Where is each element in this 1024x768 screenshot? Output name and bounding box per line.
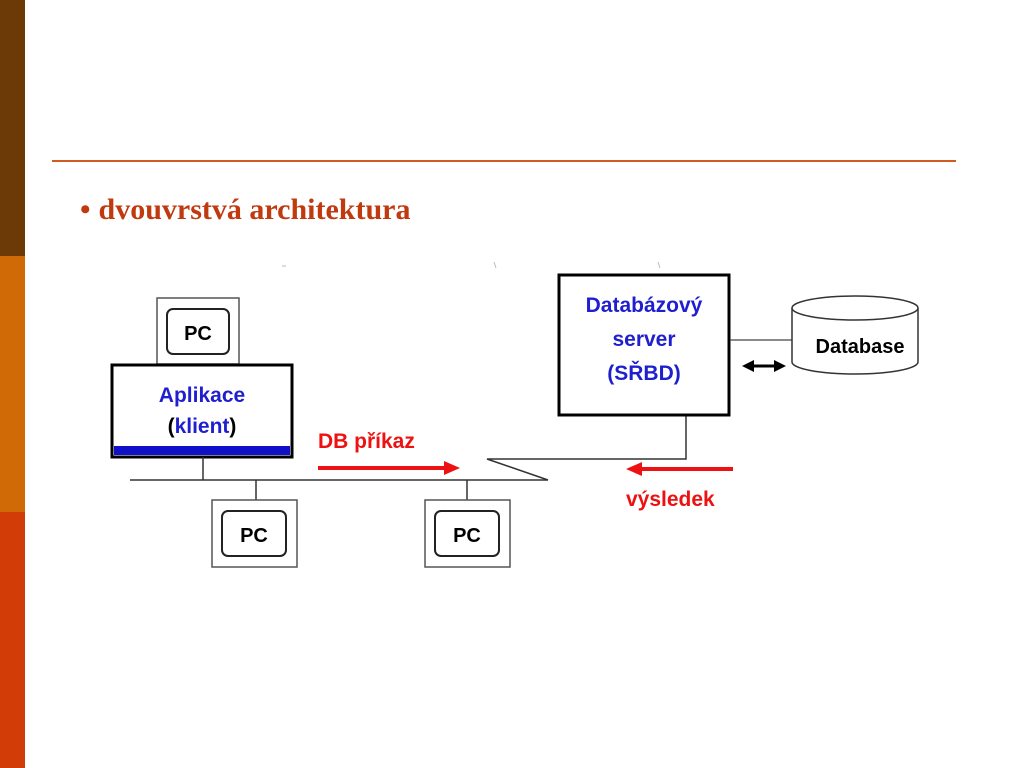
pc-left: PC	[211, 499, 298, 568]
database-server-box: Databázový server (SŘBD)	[557, 273, 731, 417]
database-label: Database	[816, 336, 905, 358]
side-band-bottom	[0, 512, 25, 768]
server-line1: Databázový	[586, 294, 703, 317]
bidirectional-arrow-left-head	[742, 360, 754, 372]
scan-artifacts	[282, 261, 661, 269]
database-cylinder: Database	[791, 295, 919, 375]
client-label: (klient)	[168, 415, 237, 438]
server-line2: server	[612, 328, 675, 351]
result-label: výsledek	[626, 488, 715, 511]
network-bus	[130, 416, 687, 500]
title-rule	[52, 160, 956, 162]
pc-left-label: PC	[240, 525, 268, 547]
server-database-link	[730, 339, 793, 372]
bullet-text: dvouvrstvá architektura	[98, 193, 411, 226]
bullet-item: •dvouvrstvá architektura	[80, 193, 410, 227]
server-line3: (SŘBD)	[607, 361, 681, 385]
side-band-middle	[0, 256, 25, 512]
application-box-bar	[114, 446, 290, 455]
client-paren-open: (	[168, 415, 175, 438]
client-word: klient	[175, 415, 230, 438]
db-command-arrow	[318, 461, 460, 475]
client-paren-close: )	[229, 415, 236, 438]
bullet-dot: •	[80, 193, 91, 226]
application-label: Aplikace	[159, 384, 245, 407]
result-arrow	[626, 462, 733, 476]
client-pc-label: PC	[184, 323, 212, 345]
side-band-top	[0, 0, 25, 256]
pc-right-label: PC	[453, 525, 481, 547]
application-box: Aplikace (klient)	[110, 363, 294, 459]
client-pc: PC	[156, 297, 240, 365]
db-command-label: DB příkaz	[318, 430, 415, 453]
pc-right: PC	[424, 499, 511, 568]
bidirectional-arrow-right-head	[774, 360, 786, 372]
